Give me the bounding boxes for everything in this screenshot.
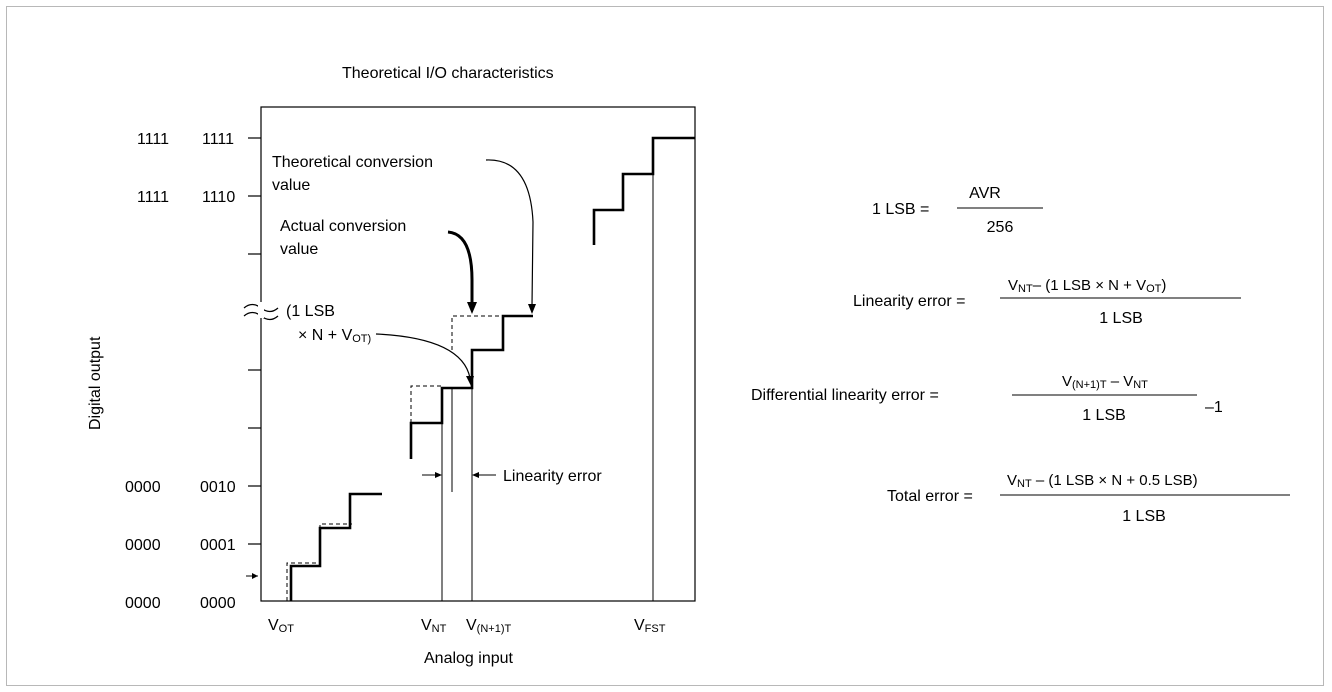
y-label-1111-left: 1111 (137, 131, 169, 148)
y-label-1111-right: 1111 (202, 131, 234, 148)
y-label-0000b-left: 0000 (125, 537, 161, 554)
linearity-arrow-left-head (435, 472, 442, 478)
linearity-error-label: Linearity error (503, 468, 602, 485)
reference-lines (441, 138, 654, 601)
formula-total-lhs: Total error = (887, 488, 973, 505)
formula-lsb-denominator: 256 (987, 219, 1014, 236)
y-tick-marks (248, 137, 261, 545)
diagram-title: Theoretical I/O characteristics (342, 65, 554, 82)
actual-steps-bottom (289, 492, 382, 601)
formula-total-denominator: 1 LSB (1122, 508, 1166, 525)
theoretical-label-line1: Theoretical conversion (272, 154, 433, 171)
theoretical-label-line2: value (272, 177, 310, 194)
theoretical-leader-line (485, 159, 534, 307)
y-axis-label: Digital output (87, 336, 104, 430)
axis-break-gap (258, 302, 264, 318)
y-label-0010-right: 0010 (200, 479, 236, 496)
y-label-0000-right: 0000 (200, 595, 236, 612)
y-label-1110-right: 1110 (202, 189, 235, 206)
theoretical-leader-arrow (528, 304, 536, 314)
formula-differential-numerator: V(N+1)T – VNT (1062, 373, 1148, 391)
actual-label-line2: value (280, 241, 318, 258)
linearity-arrow-right-head (472, 472, 479, 478)
x-label-vnt: VNT (421, 617, 447, 635)
formula-differential-tail: –1 (1205, 399, 1223, 416)
lsb-label-line1: (1 LSB (286, 303, 335, 320)
formula-linearity-denominator: 1 LSB (1099, 310, 1143, 327)
x-label-vn1t: V(N+1)T (466, 617, 511, 635)
lsb-leader-line (375, 333, 471, 379)
y-label-1111b-left: 1111 (137, 189, 169, 206)
y-label-0001-right: 0001 (200, 537, 236, 554)
actual-label-line1: Actual conversion (280, 218, 406, 235)
formula-differential-denominator: 1 LSB (1082, 407, 1126, 424)
x-label-vfst: VFST (634, 617, 666, 635)
actual-leader-line (447, 230, 474, 304)
y-label-0000a-left: 0000 (125, 595, 161, 612)
y-label-0000c-left: 0000 (125, 479, 161, 496)
x-label-vot: VOT (268, 617, 294, 635)
theoretical-steps-mid (410, 315, 503, 423)
plot-area (260, 106, 696, 602)
formula-linearity-lhs: Linearity error = (853, 293, 966, 310)
lsb-label-line2: × N + VOT) (298, 327, 371, 345)
actual-steps-mid (409, 314, 533, 459)
actual-leader-arrow (467, 302, 477, 314)
actual-steps-top (592, 136, 695, 245)
formula-linearity-numerator: VNT– (1 LSB × N + VOT) (1008, 277, 1166, 295)
formula-total-numerator: VNT – (1 LSB × N + 0.5 LSB) (1007, 472, 1198, 490)
x-axis-label: Analog input (424, 650, 514, 667)
formula-lsb-numerator: AVR (969, 185, 1001, 202)
lsb-leader-arrow (466, 376, 474, 386)
formula-lsb-lhs: 1 LSB = (872, 201, 929, 218)
figure-frame (6, 6, 1324, 686)
formula-differential-lhs: Differential linearity error = (751, 387, 939, 404)
vot-arrow-head (252, 573, 258, 579)
